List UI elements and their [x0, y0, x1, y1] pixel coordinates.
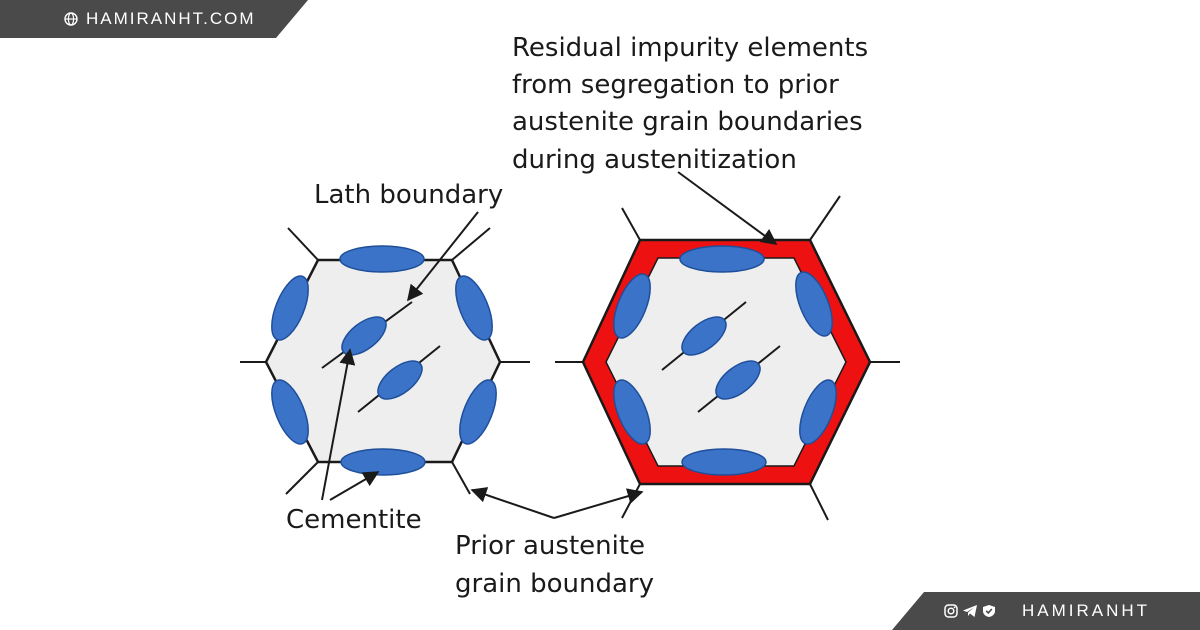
left-grain-junction-lines: [240, 227, 530, 495]
brand-name: HAMIRANHT: [1022, 601, 1151, 620]
cementite-particle: [455, 275, 493, 341]
cementite-particle: [377, 360, 423, 400]
social-icons: [944, 604, 996, 618]
cementite-particle: [715, 360, 761, 400]
globe-icon: [64, 12, 78, 26]
residual-label-line-4: during austenitization: [512, 145, 797, 175]
residual-label-line-1: Residual impurity elements: [512, 33, 868, 63]
prior-boundary-label-line-2: grain boundary: [455, 569, 654, 599]
cementite-particle: [795, 271, 833, 337]
telegram-icon[interactable]: [962, 604, 978, 618]
cementite-particle: [271, 275, 309, 341]
cementite-particle: [681, 316, 727, 356]
residual-label-line-2: from segregation to prior: [512, 70, 839, 100]
site-url-banner: HAMIRANHT.COM: [0, 0, 308, 38]
left-grain: [240, 227, 530, 495]
cementite-particle: [613, 379, 651, 445]
lath-boundary-label: Lath boundary: [314, 180, 503, 210]
cementite-particle: [459, 379, 497, 445]
cementite-arrow: [321, 348, 356, 501]
cementite-particle: [799, 379, 837, 445]
cementite-arrow: [329, 471, 380, 501]
instagram-icon[interactable]: [944, 604, 958, 618]
cementite-particle: [271, 379, 309, 445]
cementite-particle: [613, 273, 651, 339]
cementite-particle: [679, 245, 765, 273]
residual-label-line-3: austenite grain boundaries: [512, 107, 863, 137]
residual-arrow: [677, 171, 778, 245]
site-url-text: HAMIRANHT.COM: [86, 9, 256, 28]
left-grain-body: [264, 258, 502, 464]
shield-icon[interactable]: [982, 604, 996, 618]
prior-boundary-arrow: [553, 488, 644, 519]
cementite-label: Cementite: [286, 505, 422, 535]
cementite-particle: [681, 448, 767, 476]
lath-boundary-arrow: [407, 211, 479, 302]
prior-boundary-arrow: [470, 487, 555, 519]
prior-boundary-label-line-1: Prior austenite: [455, 531, 645, 561]
cementite-particle: [339, 245, 425, 273]
right-grain-body: [605, 257, 847, 467]
right-grain: [555, 195, 900, 521]
brand-banner: HAMIRANHT: [892, 592, 1200, 630]
cementite-particle: [340, 448, 426, 476]
